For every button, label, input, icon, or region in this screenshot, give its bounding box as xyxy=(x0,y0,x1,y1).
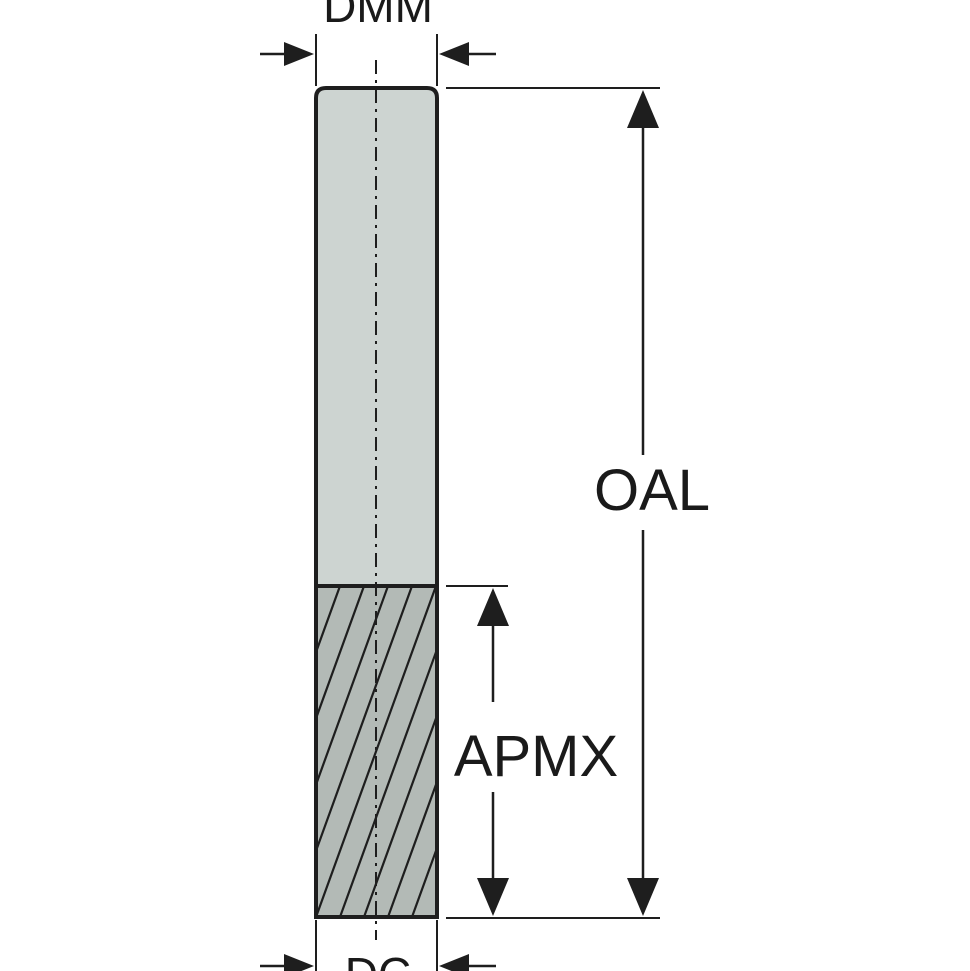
apmx-arrow-bottom xyxy=(477,878,509,916)
shank-section xyxy=(314,86,439,588)
dmm-label: DMM xyxy=(323,0,433,32)
hatch-line xyxy=(338,646,437,917)
hatch-line xyxy=(316,586,342,656)
tool-body xyxy=(314,60,439,940)
dmm-arrow-right xyxy=(439,42,469,66)
hatch-line xyxy=(316,586,437,917)
dc-label: DC xyxy=(345,948,411,971)
hatch-line xyxy=(386,778,437,917)
hatch-line xyxy=(316,586,318,590)
oal-label: OAL xyxy=(594,458,710,523)
dc-dimension: DC xyxy=(260,920,496,971)
hatch-line xyxy=(362,712,437,917)
apmx-arrow-top xyxy=(477,588,509,626)
dc-arrow-left xyxy=(284,954,314,971)
hatch-line xyxy=(410,844,437,917)
apmx-dimension: APMX xyxy=(446,585,618,916)
apmx-label: APMX xyxy=(454,724,618,789)
hatch-line xyxy=(316,586,414,855)
hatch-line xyxy=(316,586,390,788)
hatch-line xyxy=(316,586,366,722)
flute-hatching xyxy=(316,586,437,917)
oal-dimension: OAL xyxy=(446,87,710,919)
dc-arrow-right xyxy=(439,954,469,971)
dmm-arrow-left xyxy=(284,42,314,66)
dmm-dimension: DMM xyxy=(260,0,496,86)
oal-arrow-top xyxy=(627,90,659,128)
oal-arrow-bottom xyxy=(627,878,659,916)
